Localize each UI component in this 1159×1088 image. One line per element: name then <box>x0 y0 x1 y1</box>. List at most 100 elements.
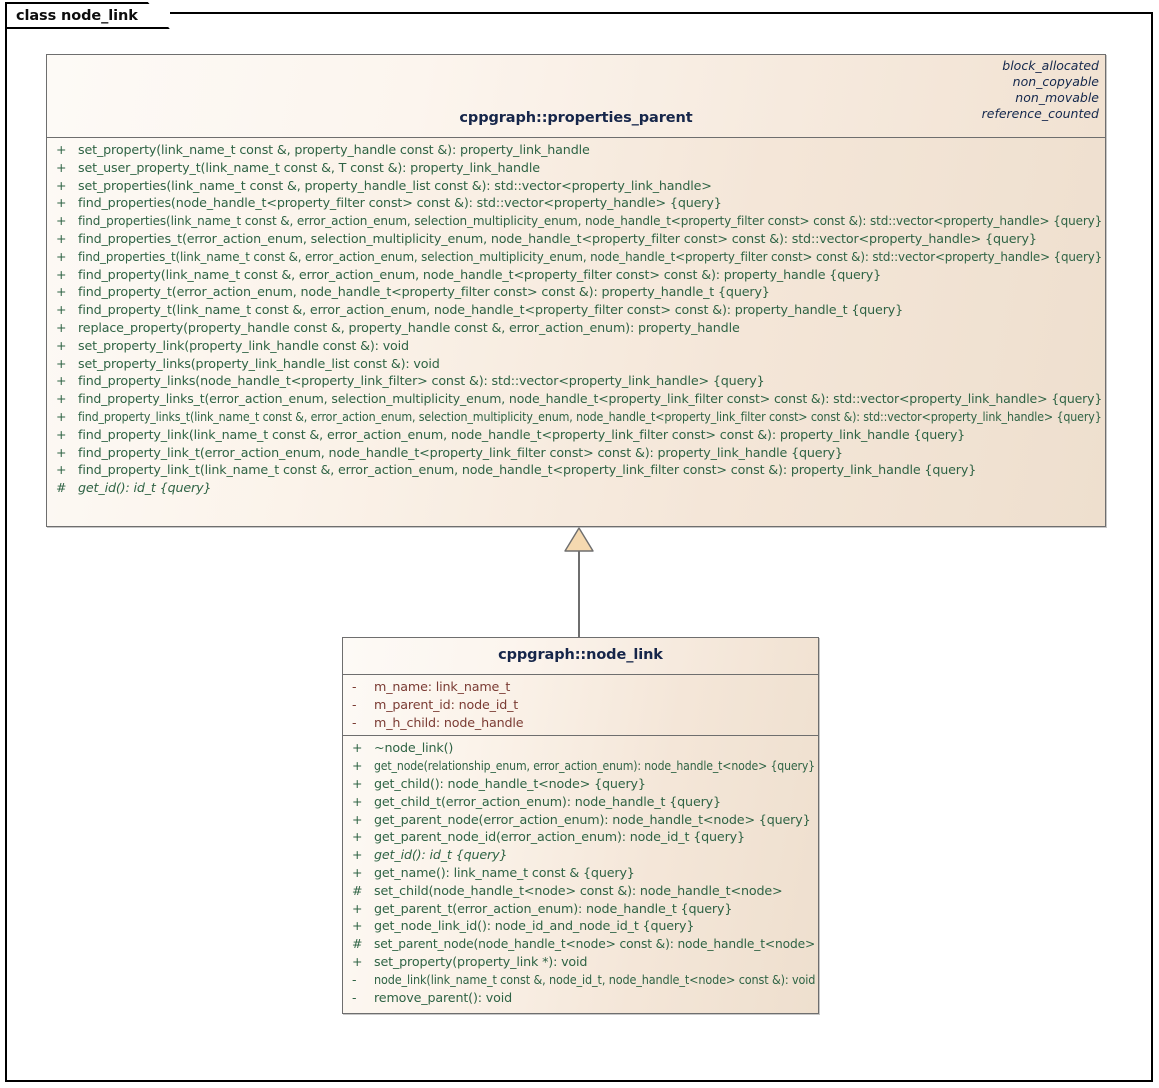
operation-signature: find_properties(link_name_t const &, err… <box>78 213 1103 229</box>
operation-row[interactable]: + get_node_link_id(): node_id_and_node_id… <box>343 917 818 935</box>
operation-row[interactable]: + ~node_link() <box>343 739 818 757</box>
visibility-marker: # <box>56 480 67 496</box>
operation-signature: get_child_t(error_action_enum): node_han… <box>374 793 721 809</box>
operation-row[interactable]: -remove_parent(): void <box>343 989 818 1007</box>
visibility-marker: + <box>56 248 67 264</box>
stereotype-label: block_allocated <box>1002 58 1099 73</box>
visibility-marker: - <box>352 989 357 1005</box>
visibility-marker: + <box>56 302 67 318</box>
visibility-marker: + <box>352 740 363 756</box>
visibility-marker: + <box>56 462 67 478</box>
operation-signature: get_id(): id_t {query} <box>374 847 508 863</box>
operation-row[interactable]: # get_id(): id_t {query} <box>47 479 1105 497</box>
operation-row[interactable]: +find_property_link(link_name_t const &,… <box>47 426 1105 444</box>
operation-row[interactable]: + set_property(link_name_t const &, prope… <box>47 141 1105 159</box>
attribute-row[interactable]: -m_name: link_name_t <box>343 678 818 696</box>
operation-row[interactable]: #set_parent_node(node_handle_t<node> con… <box>343 935 818 953</box>
operation-signature: set_properties(link_name_t const &, prop… <box>78 177 712 193</box>
operation-signature: set_property(link_name_t const &, proper… <box>78 142 590 157</box>
visibility-marker: + <box>56 195 67 211</box>
attribute-row[interactable]: -m_parent_id: node_id_t <box>343 696 818 714</box>
operation-signature: find_property_t(error_action_enum, node_… <box>78 284 770 300</box>
operation-row[interactable]: + get_name(): link_name_t const & {query} <box>343 864 818 882</box>
operation-signature: find_property_links_t(error_action_enum,… <box>78 391 1103 407</box>
diagram-frame-tab: class node_link <box>5 2 170 29</box>
visibility-marker: - <box>352 679 357 694</box>
attributes-compartment-node-link: -m_name: link_name_t-m_parent_id: node_i… <box>343 675 818 735</box>
operation-row[interactable]: + set_properties(link_name_t const &, pro… <box>47 177 1105 195</box>
visibility-marker: + <box>56 266 67 282</box>
operation-row[interactable]: -node_link(link_name_t const &, node_id_… <box>343 971 818 989</box>
visibility-marker: + <box>56 337 67 353</box>
operation-row[interactable]: + get_node(relationship_enum, error_actio… <box>343 757 818 775</box>
operation-signature: get_parent_t(error_action_enum): node_ha… <box>374 900 733 916</box>
visibility-marker: + <box>56 142 67 157</box>
operation-row[interactable]: +set_property(property_link *): void <box>343 953 818 971</box>
operation-signature: get_id(): id_t {query} <box>78 480 212 496</box>
operation-signature: find_properties(node_handle_t<property_f… <box>78 195 722 211</box>
operation-row[interactable]: + set_property_link(property_link_handle … <box>47 337 1105 355</box>
visibility-marker: + <box>56 159 67 175</box>
visibility-marker: + <box>352 793 363 809</box>
operation-row[interactable]: + get_parent_t(error_action_enum): node_h… <box>343 900 818 918</box>
operation-signature: find_property_links(node_handle_t<proper… <box>78 373 765 389</box>
operation-row[interactable]: +find_property_link_t(error_action_enum,… <box>47 444 1105 462</box>
operation-signature: set_property_links(property_link_handle_… <box>78 355 440 371</box>
visibility-marker: + <box>56 319 67 335</box>
visibility-marker: + <box>352 864 363 880</box>
class-title-properties-parent: cppgraph::properties_parent <box>459 110 693 126</box>
visibility-marker: + <box>56 444 67 460</box>
visibility-marker: - <box>352 714 357 730</box>
operation-row[interactable]: +get_child(): node_handle_t<node> {query… <box>343 775 818 793</box>
visibility-marker: + <box>56 213 67 229</box>
operation-row[interactable]: +get_id(): id_t {query} <box>343 846 818 864</box>
operation-row[interactable]: +find_property_links(node_handle_t<prope… <box>47 372 1105 390</box>
operation-signature: find_property_link_t(link_name_t const &… <box>78 462 977 478</box>
operation-row[interactable]: + find_properties(link_name_t const &, er… <box>47 212 1105 230</box>
operation-row[interactable]: + find_property_link_t(link_name_t const … <box>47 461 1105 479</box>
operation-signature: get_node_link_id(): node_id_and_node_id_… <box>374 918 695 934</box>
operation-row[interactable]: + find_properties_t(link_name_t const &, … <box>47 248 1105 266</box>
visibility-marker: + <box>352 829 363 845</box>
operation-signature: set_property_link(property_link_handle c… <box>78 337 409 353</box>
visibility-marker: + <box>352 900 363 916</box>
operation-row[interactable]: +find_property_t(link_name_t const &, er… <box>47 301 1105 319</box>
operation-row[interactable]: + find_property_links_t(error_action_enum… <box>47 390 1105 408</box>
operation-row[interactable]: #set_child(node_handle_t<node> const &):… <box>343 882 818 900</box>
visibility-marker: - <box>352 696 357 712</box>
operation-signature: set_child(node_handle_t<node> const &): … <box>374 882 783 898</box>
operation-row[interactable]: + find_properties(node_handle_t<property_… <box>47 194 1105 212</box>
operation-row[interactable]: +get_parent_node(error_action_enum): nod… <box>343 811 818 829</box>
visibility-marker: + <box>352 918 363 934</box>
visibility-marker: + <box>352 953 363 969</box>
visibility-marker: + <box>352 758 363 774</box>
operation-row[interactable]: + get_child_t(error_action_enum): node_ha… <box>343 793 818 811</box>
operation-row[interactable]: + find_property_t(error_action_enum, node… <box>47 283 1105 301</box>
visibility-marker: + <box>56 177 67 193</box>
operation-row[interactable]: +get_parent_node_id(error_action_enum): … <box>343 828 818 846</box>
operation-row[interactable]: +find_property(link_name_t const &, erro… <box>47 266 1105 284</box>
operation-signature: get_name(): link_name_t const & {query} <box>374 864 635 880</box>
class-box-node-link[interactable]: cppgraph::node_link -m_name: link_name_t… <box>342 637 819 1014</box>
stereotype-label: non_copyable <box>1012 74 1099 89</box>
operation-row[interactable]: +set_property_links(property_link_handle… <box>47 355 1105 373</box>
class-header-node-link: cppgraph::node_link <box>343 638 818 675</box>
generalization-line[interactable] <box>578 551 580 638</box>
operation-row[interactable]: +find_property_links_t(link_name_t const… <box>47 408 1105 426</box>
operation-row[interactable]: +set_user_property_t(link_name_t const &… <box>47 159 1105 177</box>
operation-signature: find_properties_t(link_name_t const &, e… <box>78 248 1103 264</box>
attribute-row[interactable]: - m_h_child: node_handle <box>343 714 818 732</box>
visibility-marker: + <box>56 284 67 300</box>
attribute-signature: m_h_child: node_handle <box>374 714 524 730</box>
visibility-marker: + <box>56 391 67 407</box>
visibility-marker: + <box>352 775 363 791</box>
operation-row[interactable]: +replace_property(property_handle const … <box>47 319 1105 337</box>
operation-signature: get_node(relationship_enum, error_action… <box>374 758 816 774</box>
operation-signature: ~node_link() <box>374 740 454 756</box>
operation-row[interactable]: +find_properties_t(error_action_enum, se… <box>47 230 1105 248</box>
operation-signature: find_properties_t(error_action_enum, sel… <box>78 230 1037 246</box>
operations-compartment-properties-parent: + set_property(link_name_t const &, prope… <box>47 138 1105 501</box>
stereotype-label: reference_counted <box>981 106 1099 121</box>
